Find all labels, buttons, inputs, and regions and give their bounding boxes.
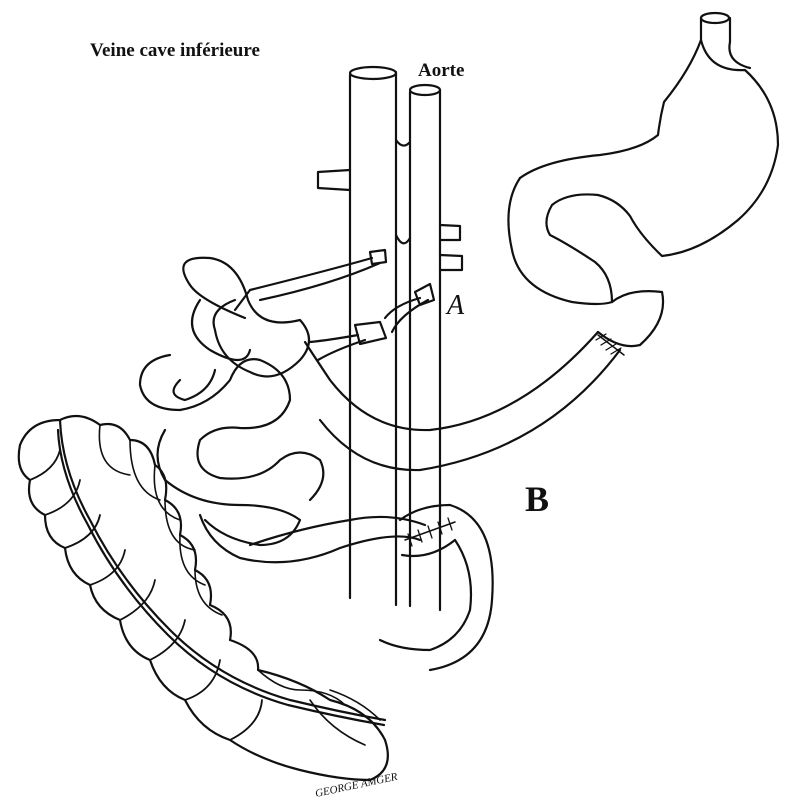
label-panel-b: B (525, 478, 549, 520)
label-inferior-vena-cava: Veine cave inférieure (90, 40, 260, 62)
stomach (508, 13, 778, 355)
label-anastomosis-a: A (447, 290, 464, 322)
anastomosis-a (235, 250, 434, 360)
label-aorta: Aorte (418, 60, 464, 82)
jejunal-limb (305, 332, 620, 470)
small-bowel-loops (140, 258, 425, 563)
